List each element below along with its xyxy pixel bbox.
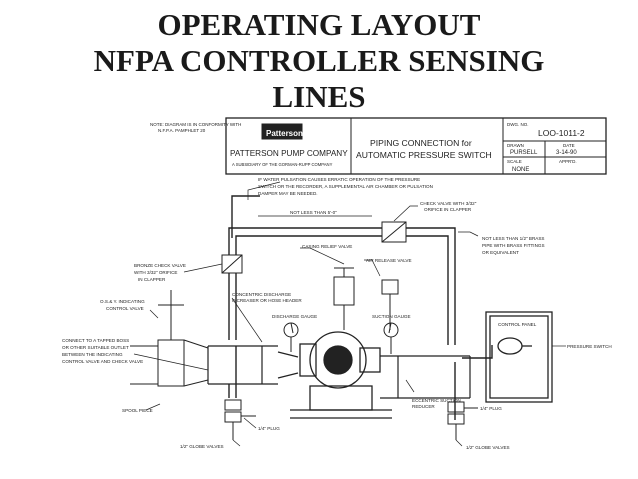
note-block: NOTE: DIAGRAM IS IN CONFORMITY WITH N.F.…: [150, 122, 241, 133]
bronze-check-2: WITH 3/32" ORIFICE: [134, 270, 178, 275]
control-panel-label: CONTROL PANEL: [498, 322, 537, 327]
brass-pipe-1: NOT LESS THAN 1/2" BRASS: [482, 236, 544, 241]
suction-gauge-dial: [383, 322, 399, 354]
connect-1: CONNECT TO A TAPPED BOSS: [62, 338, 129, 343]
heading-line-2: AUTOMATIC PRESSURE SWITCH: [356, 150, 492, 160]
globe-valves-right: [447, 401, 478, 440]
bronze-check-3: IN CLAPPER: [138, 277, 166, 282]
discharge-gauge-label: DISCHARGE GAUGE: [272, 314, 317, 319]
patterson-logo: [261, 123, 303, 140]
check-valve-label-1: CHECK VALVE WITH 3/32": [420, 201, 477, 206]
approved-label: APPR'D.: [559, 159, 577, 164]
globe-left-label: 1/2" GLOBE VALVES: [180, 444, 224, 449]
surge-note-3: DAMPER MAY BE NEEDED.: [258, 191, 318, 196]
drawn-label: DRAWN: [507, 143, 524, 148]
pressure-switch-label: PRESSURE SWITCH: [567, 344, 612, 349]
surge-note-2: SWITCH OR THE RECORDER, A SUPPLEMENTAL A…: [258, 184, 433, 189]
date-label: DATE: [563, 143, 575, 148]
spool-piece-label: SPOOL PIECE: [122, 408, 153, 413]
connect-2: OR OTHER SUITABLE OUTLET: [62, 345, 129, 350]
osy-1: O.S.& Y. INDICATING: [100, 299, 145, 304]
sensing-line: [228, 195, 493, 420]
title-block-text: Patterson PATTERSON PUMP COMPANY A SUBSI…: [230, 122, 585, 173]
title-line-2: NFPA CONTROLLER SENSING: [93, 43, 545, 78]
drawn-value: PURSELL: [510, 150, 538, 156]
air-release-label: AIR RELEASE VALVE: [366, 258, 412, 263]
brass-pipe-3: OR EQUIVALENT: [482, 250, 519, 255]
discharge-gauge-dial: [283, 322, 299, 352]
pump-casing: [290, 331, 392, 419]
dwg-no: LOO-1011-2: [538, 128, 585, 138]
plug-right-label: 1/4" PLUG: [480, 406, 502, 411]
concentric-1: CONCENTRIC DISCHARGE: [232, 292, 291, 297]
plug-left-label: 1/4" PLUG: [258, 426, 280, 431]
suction-pipe: [380, 355, 471, 399]
callout-labels: IF WATER PULSATION CAUSES ERRATIC OPERAT…: [62, 177, 612, 450]
heading-line-1: PIPING CONNECTION for: [370, 138, 472, 148]
osy-control-valve: [130, 290, 209, 387]
scale-value: NONE: [512, 167, 529, 173]
dwg-no-label: DWG. NO.: [507, 122, 529, 127]
suction-gauge-label: SUCTION GAUGE: [372, 314, 411, 319]
control-panel-box: [485, 311, 553, 403]
eccentric-1: ECCENTRIC SUCTION: [412, 398, 461, 403]
leader-lines: [133, 181, 566, 447]
date-value: 3-14-90: [556, 150, 577, 156]
not-less-5ft: NOT LESS THAN 5'-0": [290, 210, 337, 215]
connect-3: BETWEEN THE INDICATING: [62, 352, 123, 357]
osy-2: CONTROL VALVE: [106, 306, 144, 311]
eccentric-2: REDUCER: [412, 404, 435, 409]
air-release-valve: [381, 279, 399, 330]
surge-note-1: IF WATER PULSATION CAUSES ERRATIC OPERAT…: [258, 177, 420, 182]
casing-relief-label: CASING RELIEF VALVE: [302, 244, 352, 249]
title-block: [225, 117, 607, 175]
company-name: PATTERSON PUMP COMPANY: [230, 149, 348, 158]
title-line-3: LINES: [272, 79, 366, 114]
discharge-pipe: [207, 345, 299, 385]
globe-right-label: 1/2" GLOBE VALVES: [466, 445, 510, 450]
logo-text: Patterson: [266, 129, 303, 138]
connect-4: CONTROL VALVE AND CHECK VALVE: [62, 359, 143, 364]
bronze-check-1: BRONZE CHECK VALVE: [134, 263, 186, 268]
casing-relief-valve: [333, 267, 355, 330]
globe-valves-left: [224, 399, 256, 440]
note-line-1: NOTE: DIAGRAM IS IN CONFORMITY WITH: [150, 122, 241, 127]
brass-pipe-2: PIPE WITH BRASS FITTINGS: [482, 243, 545, 248]
scale-label: SCALE: [507, 159, 522, 164]
bronze-check-valve: [221, 254, 243, 274]
check-valve-label-2: ORIFICE IN CLAPPER: [424, 207, 472, 212]
note-line-2: N.F.P.A. PAMPHLET 20: [158, 128, 206, 133]
check-valve-top: [381, 221, 407, 243]
title-line-1: OPERATING LAYOUT: [157, 7, 481, 42]
concentric-2: INCREASER OR HOSE HEADER: [232, 298, 302, 303]
subsidiary-text: A SUBSIDIARY OF THE GORMAN-RUPP COMPANY: [232, 162, 333, 167]
